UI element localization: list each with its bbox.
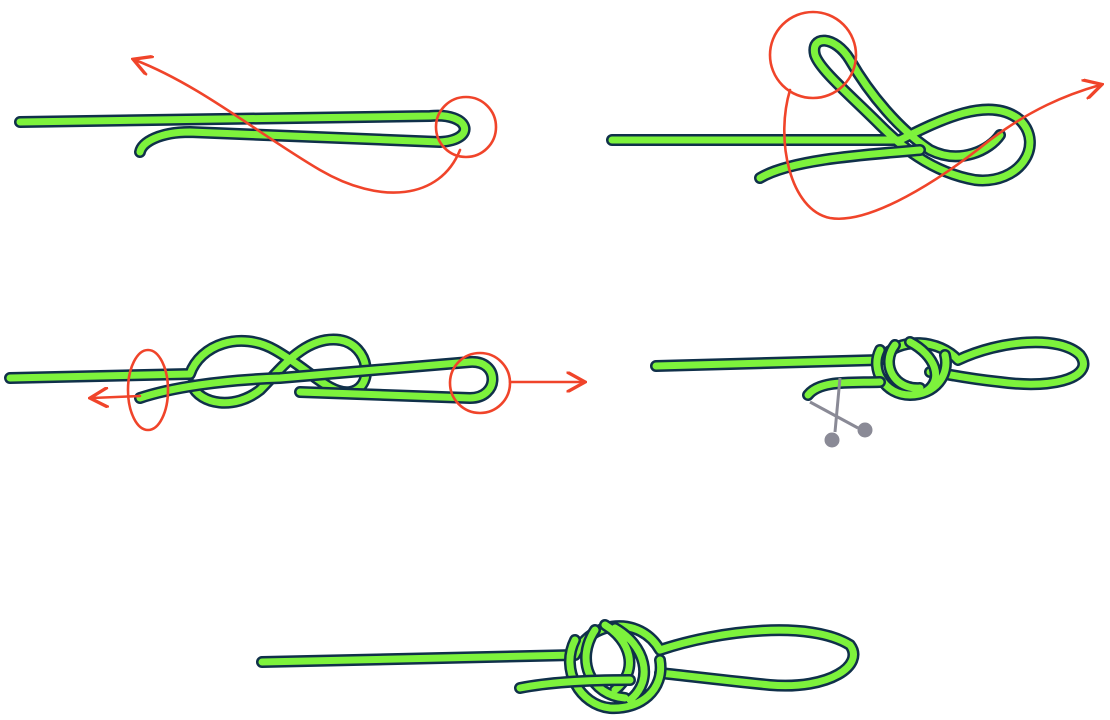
loop-circle-step-2: [768, 10, 858, 100]
rope-step-5: [256, 619, 860, 715]
step-1: [14, 60, 498, 194]
arrow-step-1: [135, 60, 462, 194]
rope-step-2: [606, 34, 1036, 187]
step-4: [650, 336, 1090, 448]
step-3: [4, 333, 583, 432]
step-5: [256, 619, 860, 715]
rope-step-4: [650, 336, 1090, 401]
arrow-step-2: [783, 85, 1100, 221]
arrow-left-step-3: [92, 396, 142, 398]
loop-circle-step-1: [434, 95, 498, 159]
scissors-icon: [809, 377, 873, 448]
oval-step-3: [126, 348, 170, 432]
rope-step-3: [4, 333, 499, 409]
rope-step-1: [14, 109, 471, 158]
step-2: [606, 10, 1100, 221]
